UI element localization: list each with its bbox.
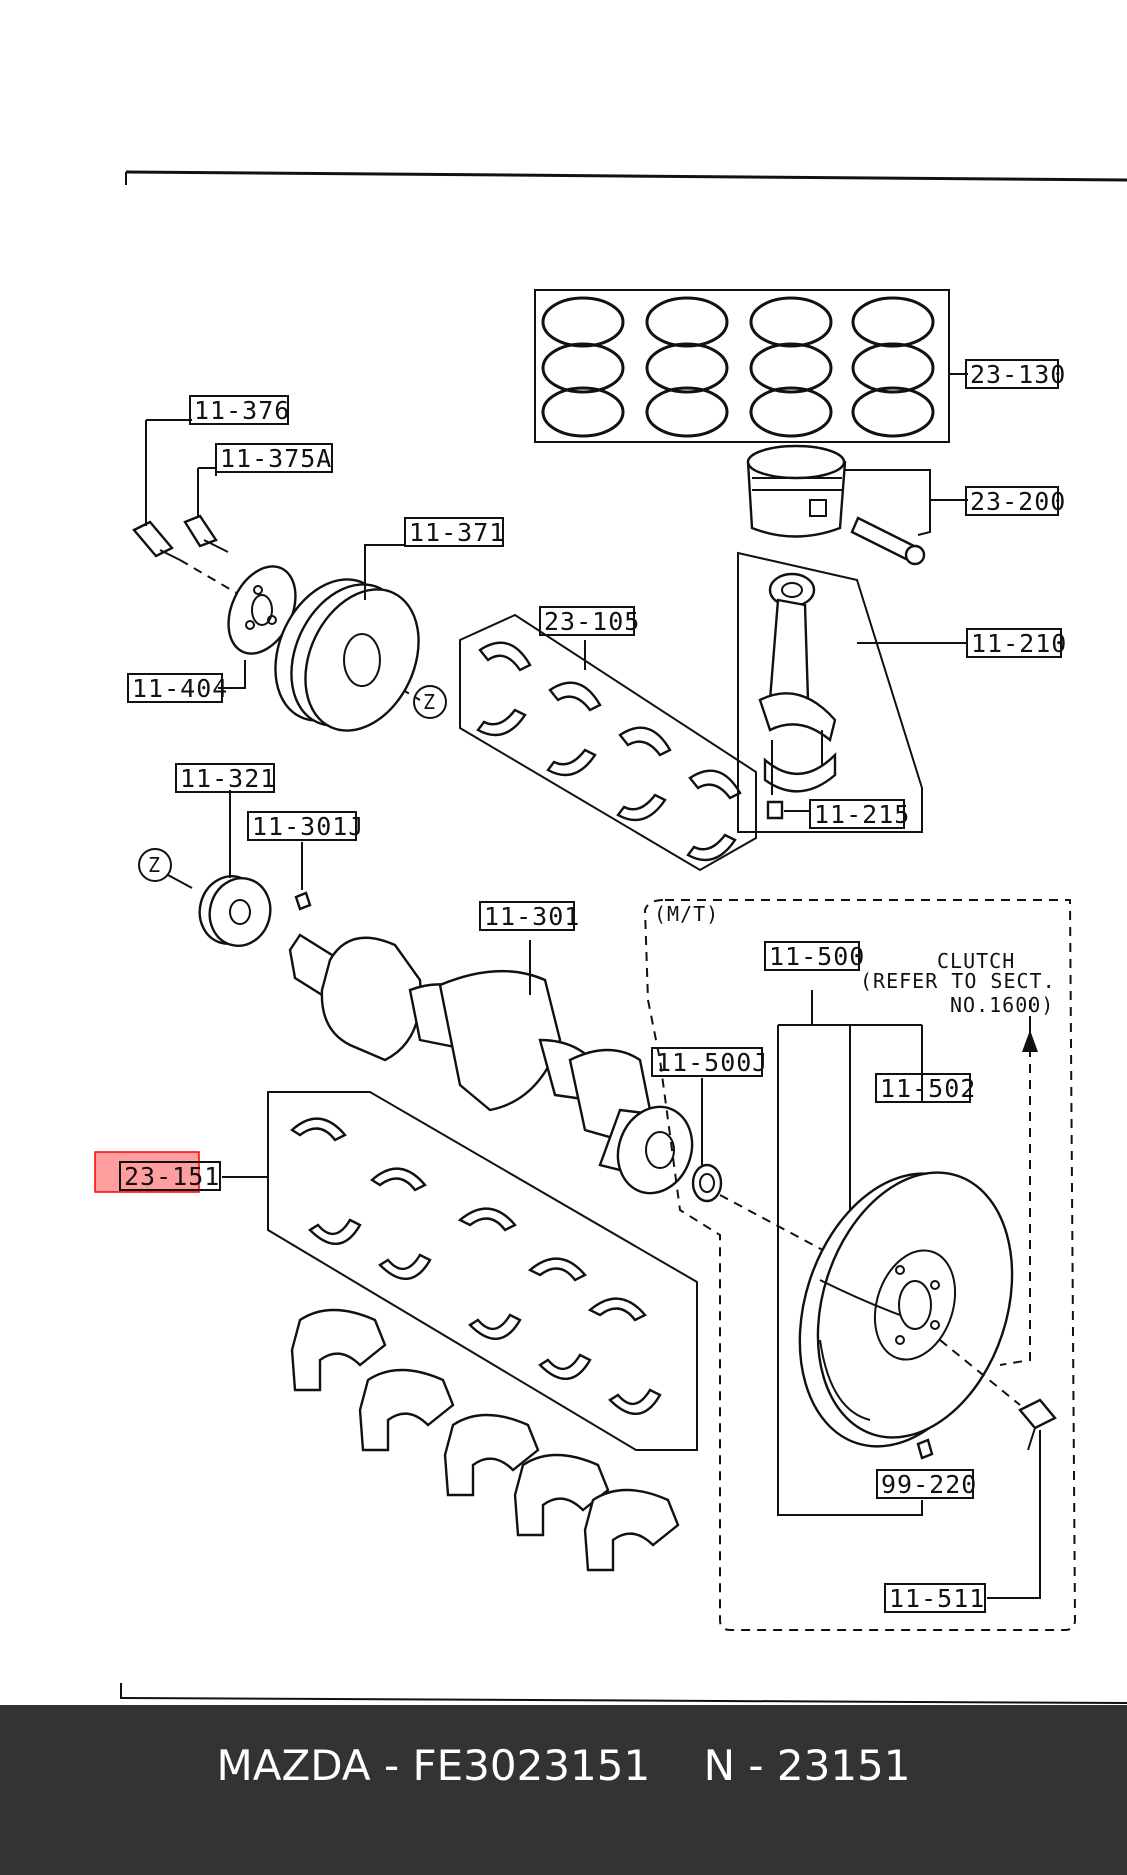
clutch-note-line2: (REFER TO SECT.: [860, 969, 1056, 993]
woodruff-key: [294, 842, 312, 911]
piston-ring-sets: [534, 289, 968, 443]
label-11-375a: 11-375A: [220, 444, 332, 473]
label-11-371: 11-371: [409, 518, 505, 547]
label-11-301j: 11-301J: [252, 812, 364, 841]
crankshaft: [288, 933, 694, 1195]
label-z-pulley: Z: [423, 690, 436, 714]
mt-note: (M/T): [654, 902, 719, 926]
clutch-note-line3: NO.1600): [950, 993, 1054, 1017]
bearing-caps: [290, 1308, 680, 1572]
label-11-215: 11-215: [814, 800, 910, 829]
crank-pulley: [179, 544, 447, 732]
label-11-321: 11-321: [180, 764, 276, 793]
timing-gear: [138, 790, 272, 947]
part-labels: 23-130 23-200 11-376 11-375A 11-371 11-4…: [119, 359, 1067, 1613]
mt-area: [643, 899, 1077, 1631]
label-11-376: 11-376: [194, 396, 290, 425]
connecting-rod: [737, 551, 968, 833]
clutch-note-line1: CLUTCH: [937, 949, 1015, 973]
exploded-parts-diagram: 23-130 23-200 11-376 11-375A 11-371 11-4…: [94, 170, 1127, 1704]
label-11-404: 11-404: [132, 674, 228, 703]
label-11-502: 11-502: [880, 1074, 976, 1103]
label-z-gear: Z: [148, 853, 161, 877]
part-highlight: [94, 1151, 200, 1193]
label-11-301: 11-301: [484, 902, 580, 931]
label-11-500: 11-500: [769, 942, 865, 971]
diagram-frame: [120, 170, 1127, 1704]
label-23-105: 23-105: [544, 607, 640, 636]
label-23-151: 23-151: [124, 1162, 220, 1191]
footer-part-caption: MAZDA - FE3023151 N - 23151: [216, 1741, 911, 1790]
dowel-and-bolt: [916, 1339, 1057, 1599]
label-11-511: 11-511: [889, 1584, 985, 1613]
footer-bar: MAZDA - FE3023151 N - 23151: [0, 1705, 1127, 1875]
label-23-130: 23-130: [970, 360, 1066, 389]
label-99-220: 99-220: [881, 1470, 977, 1499]
label-11-210: 11-210: [971, 629, 1067, 658]
pulley-bolts: [132, 419, 229, 561]
flywheel: [777, 990, 1014, 1516]
label-11-500j: 11-500J: [656, 1048, 768, 1077]
bearing-set-lower: [222, 1091, 698, 1451]
bearing-set-upper: [459, 613, 757, 872]
label-23-200: 23-200: [970, 487, 1066, 516]
piston-and-pin: [746, 444, 968, 566]
